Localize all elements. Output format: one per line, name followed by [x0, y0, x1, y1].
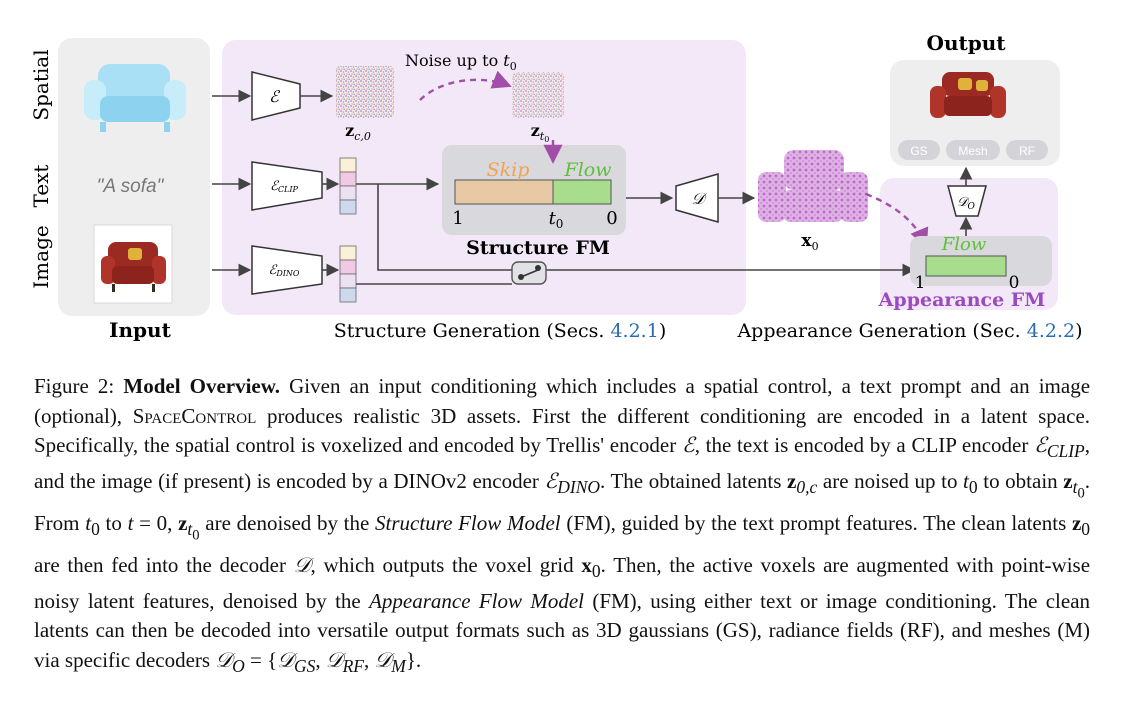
encoder-e-label: ℰ	[269, 87, 281, 106]
spatial-sofa-image	[84, 64, 186, 132]
appearance-section-label: Appearance Generation (Sec. 4.2.2)	[736, 320, 1082, 342]
structure-flow-label: Flow	[564, 159, 612, 181]
figure-caption: Figure 2: Model Overview. Given an input…	[34, 374, 1091, 676]
structure-section-label: Structure Generation (Secs. 4.2.1)	[334, 320, 667, 342]
latent-zt0-voxels	[512, 72, 564, 118]
encoder-clip-label: ℰCLIP	[270, 179, 298, 194]
row-label-spatial: Spatial	[29, 49, 53, 120]
structure-tick-1: 1	[452, 208, 463, 229]
format-gs: GS	[910, 144, 927, 158]
image-sofa-photo	[93, 224, 173, 304]
structure-skip-bar	[454, 179, 554, 205]
output-sofa-image	[930, 72, 1006, 118]
appearance-fm-title: Appearance FM	[878, 289, 1046, 311]
image-tokens	[339, 245, 357, 303]
input-prompt: "A sofa"	[97, 176, 165, 197]
decoder-d-shape	[675, 173, 719, 223]
latent-zc0-voxels	[336, 66, 394, 118]
structure-tick-t0: t0	[549, 208, 564, 231]
structure-fm-title: Structure FM	[466, 237, 610, 259]
latent-zc0-label: zc,0	[345, 121, 371, 143]
noise-label: Noise up to t0	[405, 51, 517, 73]
appearance-flow-label: Flow	[941, 234, 987, 255]
latent-zt0-label: zt0	[531, 121, 550, 144]
encoder-e-shape	[251, 71, 301, 121]
decoder-do-label: 𝒟O	[957, 195, 975, 212]
output-format-badges: GS Mesh RF	[898, 140, 1048, 160]
encoder-dino-label: ℰDINO	[268, 263, 299, 278]
decoder-do-shape	[947, 185, 987, 217]
appearance-flow-bar	[925, 255, 1007, 277]
input-label: Input	[109, 318, 171, 342]
row-label-text: Text	[29, 165, 53, 208]
voxel-x0-label: x0	[801, 231, 818, 253]
caption-figure-number: Figure 2:	[34, 374, 115, 398]
structure-flow-bar	[552, 179, 612, 205]
format-rf: RF	[1019, 144, 1035, 158]
caption-title: Model Overview.	[123, 374, 281, 398]
format-mesh: Mesh	[958, 144, 987, 158]
encoder-dino-shape	[251, 245, 323, 295]
voxel-grid-x0	[758, 150, 868, 222]
row-label-image: Image	[29, 225, 53, 288]
method-name: SpaceControl	[132, 403, 257, 428]
appearance-tick-0: 0	[1009, 273, 1020, 293]
decoder-d-label: 𝒟	[692, 189, 708, 208]
structure-tick-0: 0	[606, 208, 617, 229]
text-tokens	[339, 157, 357, 215]
noise-arrow	[419, 70, 512, 101]
model-overview-diagram: Spatial Text Image "A sofa" Input ℰ ℰCLI…	[29, 31, 1083, 342]
encoder-clip-shape	[251, 161, 323, 211]
appearance-tick-1: 1	[915, 273, 926, 293]
structure-skip-label: Skip	[487, 159, 530, 181]
arrow-text-to-appearance	[377, 184, 916, 277]
output-label: Output	[927, 31, 1007, 55]
